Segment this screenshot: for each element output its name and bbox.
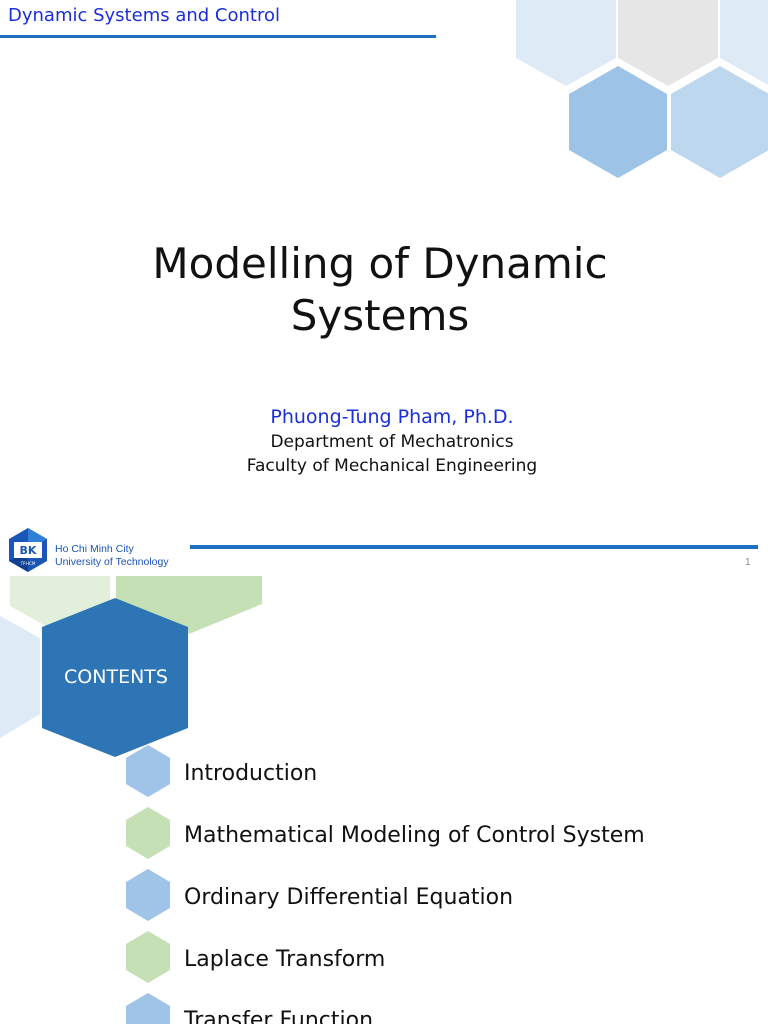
- contents-item-5: Transfer Function: [184, 1008, 374, 1024]
- item-1-hex-icon: [126, 745, 170, 797]
- contents-item-2: Mathematical Modeling of Control System: [184, 823, 645, 848]
- hex-contents-blue: [42, 598, 188, 757]
- hex-light-blue-1: [516, 0, 616, 86]
- hex-decoration-contents: [0, 576, 262, 757]
- department: Department of Mechatronics: [270, 432, 514, 452]
- title-line-1: Modelling of Dynamic: [152, 239, 608, 288]
- contents-item-4: Laplace Transform: [184, 947, 386, 972]
- item-4-hex-icon: [126, 931, 170, 983]
- hex-gray: [618, 0, 718, 86]
- page-number: 1: [745, 557, 751, 568]
- hex-light-blue-2: [720, 0, 768, 85]
- hex-left-blue: [0, 616, 40, 738]
- course-title: Dynamic Systems and Control: [8, 5, 280, 26]
- hex-green: [116, 576, 262, 634]
- university-city: Ho Chi Minh City: [55, 543, 134, 555]
- title-slide: Dynamic Systems and Control Modelling of…: [0, 0, 768, 572]
- presentation-title: Modelling of Dynamic Systems: [0, 238, 760, 342]
- contents-item-1: Introduction: [184, 761, 318, 786]
- contents-slide: CONTENTS Introduction Mathematical Model…: [0, 576, 768, 1024]
- hex-pale-blue: [671, 66, 768, 178]
- logo-subtext: TP.HCM: [20, 561, 36, 566]
- hex-decoration-top-right: [516, 0, 768, 178]
- contents-heading: CONTENTS: [64, 666, 168, 688]
- author-name: Phuong-Tung Pham, Ph.D.: [270, 406, 514, 428]
- item-2-hex-icon: [126, 807, 170, 859]
- hex-mid-blue: [569, 66, 667, 178]
- contents-item-3: Ordinary Differential Equation: [184, 885, 514, 910]
- faculty: Faculty of Mechanical Engineering: [246, 456, 538, 476]
- header-rule: [0, 35, 436, 38]
- logo-text: BK: [20, 544, 37, 557]
- item-3-hex-icon: [126, 869, 170, 921]
- footer-rule: [190, 545, 758, 549]
- title-line-2: Systems: [290, 291, 470, 340]
- item-5-hex-icon: [126, 993, 170, 1024]
- university-logo: BK TP.HCM: [9, 528, 47, 572]
- university-name: University of Technology: [55, 556, 169, 568]
